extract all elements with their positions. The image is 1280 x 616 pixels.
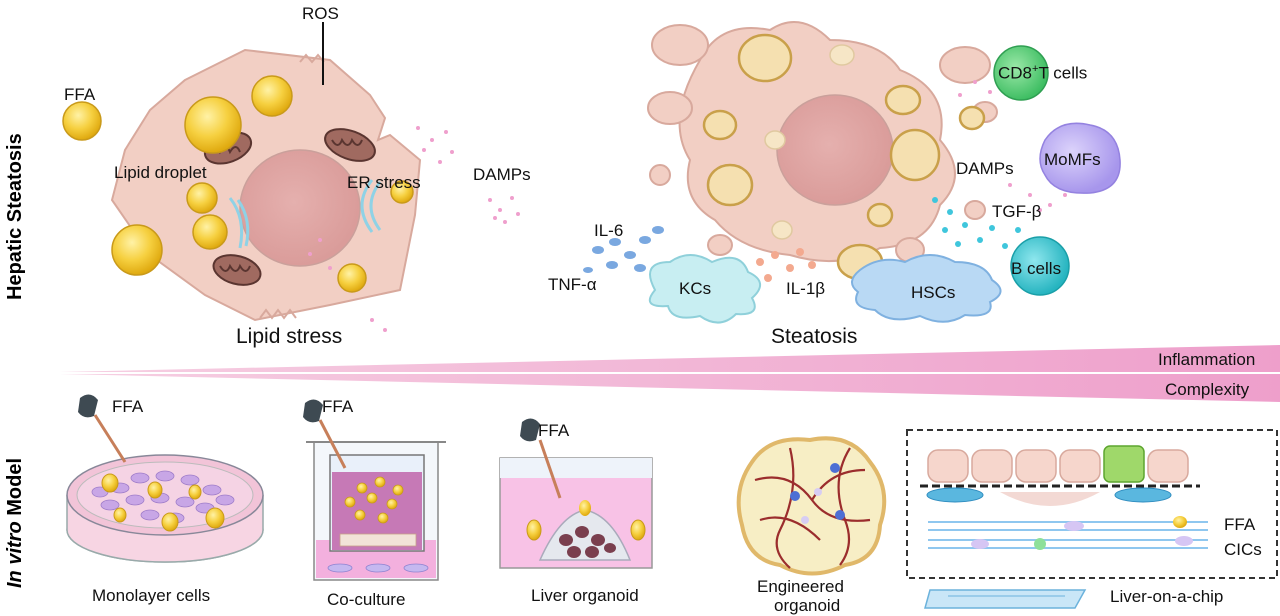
organoid-ffa-label: FFA bbox=[538, 421, 570, 440]
side-label-hepatic-steatosis: Hepatic Steatosis bbox=[4, 133, 26, 300]
monolayer-caption: Monolayer cells bbox=[92, 586, 211, 605]
b-cells-label: B cells bbox=[1011, 259, 1062, 278]
cd8-t-cell bbox=[993, 45, 1049, 101]
kcs-cell bbox=[648, 254, 761, 324]
complexity-wedge bbox=[60, 374, 1280, 402]
coculture-well bbox=[306, 441, 446, 581]
tgf-dots bbox=[932, 197, 1021, 249]
cd8-t-cells-label: CD8+T cells bbox=[998, 64, 1087, 82]
il6-label: IL-6 bbox=[594, 221, 624, 240]
monolayer-ffa-label: FFA bbox=[112, 397, 144, 416]
momfs-cell bbox=[1039, 122, 1121, 194]
hepatocyte-steatosis bbox=[647, 21, 998, 281]
ffa-label: FFA bbox=[64, 85, 96, 104]
mitochondria-icon bbox=[203, 128, 376, 286]
il6-tnf-dots bbox=[583, 226, 664, 273]
hscs-cell bbox=[851, 254, 1002, 323]
pipette-icon bbox=[303, 399, 347, 469]
monolayer-dish bbox=[66, 454, 264, 563]
engineered-caption-2: organoid bbox=[774, 596, 841, 615]
coculture-caption: Co-culture bbox=[327, 590, 406, 609]
lipid-droplets bbox=[702, 33, 986, 281]
tgf-beta-label: TGF-β bbox=[992, 202, 1042, 221]
cd8-sup: + bbox=[1032, 63, 1039, 75]
momfs-label: MoMFs bbox=[1044, 150, 1101, 169]
complexity-label: Complexity bbox=[1165, 380, 1250, 399]
ros-label: ROS bbox=[302, 4, 339, 23]
in-vitro-italic: In vitro bbox=[4, 521, 26, 588]
lipid-droplet-label: Lipid droplet bbox=[114, 163, 207, 182]
kcs-label: KCs bbox=[679, 279, 712, 298]
inflammation-wedge bbox=[60, 345, 1280, 372]
chip-caption: Liver-on-a-chip bbox=[1110, 587, 1224, 606]
engineered-organoid bbox=[736, 436, 887, 576]
chip-cics-label: CICs bbox=[1224, 540, 1262, 559]
side-label-in-vitro-model: In vitro Model bbox=[4, 458, 27, 588]
lipid-droplets bbox=[111, 75, 414, 293]
coculture-ffa-label: FFA bbox=[322, 397, 354, 416]
organoid-caption: Liver organoid bbox=[531, 586, 639, 605]
chip-ffa-label: FFA bbox=[1224, 515, 1256, 534]
er-stress-icon bbox=[228, 179, 382, 249]
pipette-icon bbox=[520, 418, 562, 499]
damps-label-left: DAMPs bbox=[473, 165, 531, 184]
engineered-caption-1: Engineered bbox=[757, 577, 844, 596]
liver-on-chip bbox=[906, 429, 1278, 609]
nucleus bbox=[776, 94, 894, 206]
pipette-icon bbox=[78, 394, 127, 463]
model-word: Model bbox=[4, 457, 26, 522]
cd8-prefix: CD8 bbox=[998, 63, 1033, 83]
cd8-suffix: T cells bbox=[1038, 63, 1088, 83]
hscs-label: HSCs bbox=[911, 283, 956, 302]
damps-dots bbox=[308, 126, 520, 332]
il1b-label: IL-1β bbox=[786, 279, 826, 298]
tnf-alpha-label: TNF-α bbox=[548, 275, 597, 294]
nucleus bbox=[239, 149, 361, 267]
lipid-stress-caption: Lipid stress bbox=[236, 325, 343, 348]
b-cell bbox=[1010, 236, 1070, 296]
organoid-well bbox=[499, 457, 653, 569]
er-stress-label: ER stress bbox=[347, 173, 421, 192]
hepatocyte-lipid-stress bbox=[110, 22, 422, 322]
inflammation-label: Inflammation bbox=[1158, 350, 1256, 369]
damps-label-right: DAMPs bbox=[956, 159, 1014, 178]
ffa-droplet-icon bbox=[62, 101, 102, 141]
steatosis-caption: Steatosis bbox=[771, 325, 858, 348]
il1b-dots bbox=[756, 248, 816, 282]
